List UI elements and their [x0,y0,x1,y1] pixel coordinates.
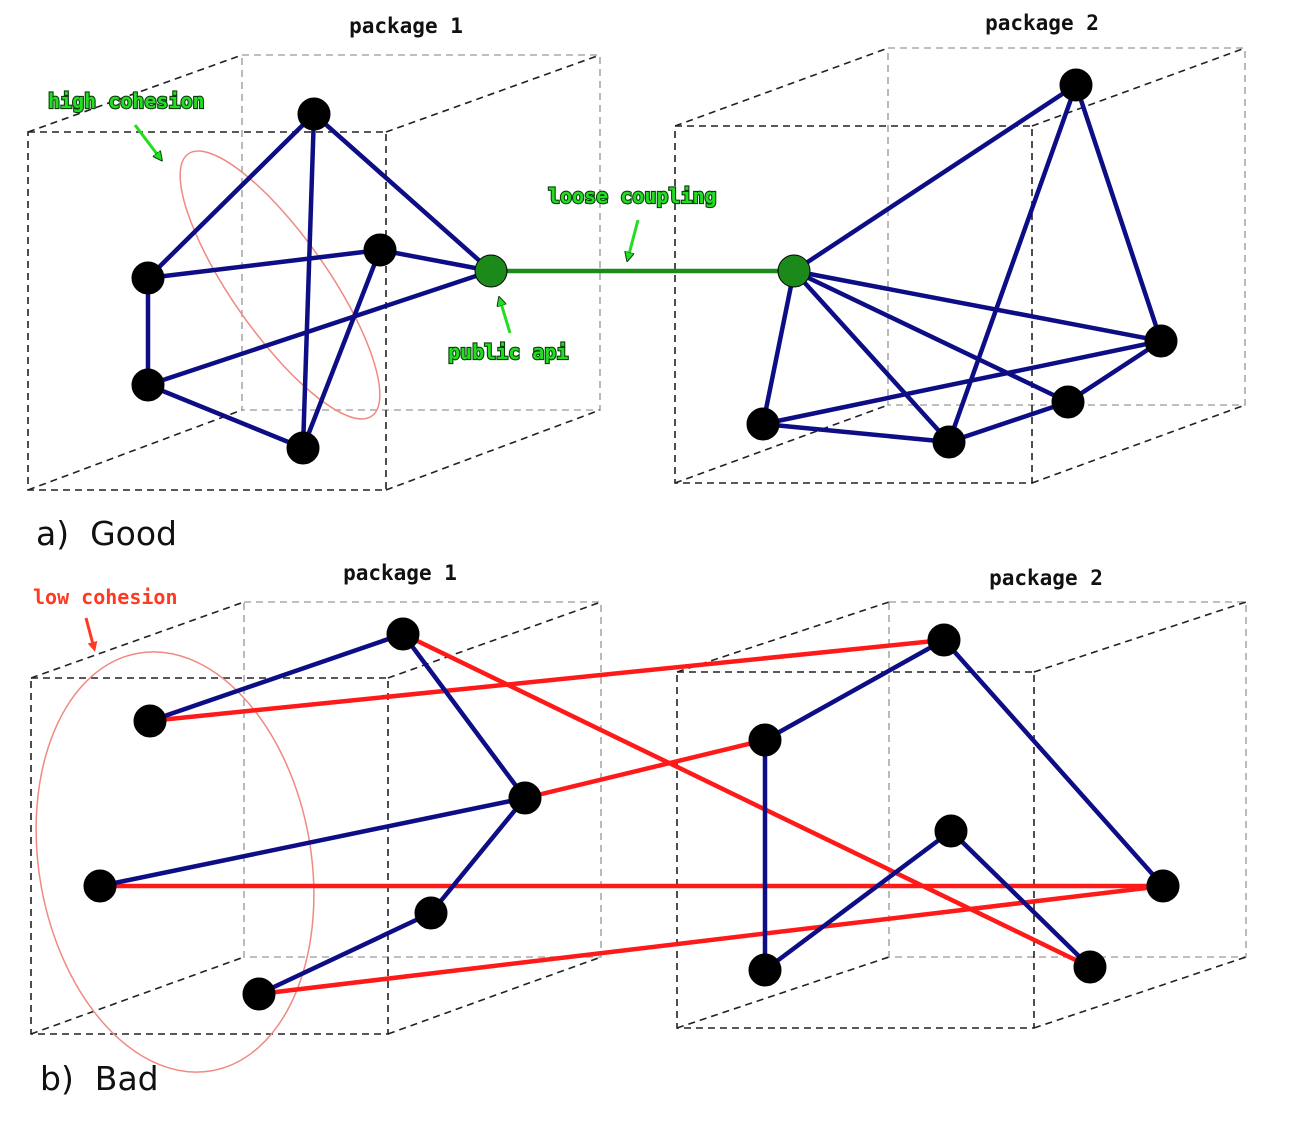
node [131,261,165,295]
edge [400,631,528,801]
edge [762,637,947,743]
low-cohesion-label: low cohesion [33,585,178,609]
edge [946,82,1079,445]
public-api-node [474,254,508,288]
node [386,617,420,651]
edge [791,268,1164,344]
node [414,896,448,930]
edge [522,737,768,801]
edge [377,247,494,274]
bad-part-label: b) Bad [40,1059,159,1098]
edge [760,338,1164,427]
edge [400,631,1093,970]
edge [1065,338,1164,405]
good-package2-edges [760,82,1164,445]
node [932,425,966,459]
public-api-arrow [500,300,512,334]
high-cohesion-arrow [133,124,160,158]
node [131,368,165,402]
bad-coupling-edges [97,631,1166,997]
node [748,723,782,757]
edge [145,247,383,281]
public-api-label: public api [448,340,568,364]
node [286,431,320,465]
edge [760,268,797,427]
good-package1-nodes [131,97,508,465]
node [508,781,542,815]
edge [428,795,528,916]
node [363,233,397,267]
edge [760,421,952,445]
bad-package1-title: package 1 [343,561,457,585]
good-package1-edges [145,111,494,451]
node [927,623,961,657]
edge [948,828,1093,970]
edge [791,82,1079,274]
edge [311,111,494,274]
node [748,953,782,987]
edge [145,111,317,281]
edge [97,795,528,889]
node [133,704,167,738]
edge [1073,82,1164,344]
low-cohesion-arrow [84,617,98,652]
good-package2-nodes [746,68,1178,459]
node [1144,324,1178,358]
bad-internal-edges [97,631,1166,997]
node [1073,950,1107,984]
node [1051,385,1085,419]
node [934,814,968,848]
edge [147,637,947,724]
node [297,97,331,131]
low-cohesion-ellipse [35,651,315,1073]
edge [256,883,1166,997]
good-package1-title: package 1 [349,14,463,38]
bad-package2-title: package 2 [989,566,1103,590]
high-cohesion-label: high cohesion [48,89,205,113]
good-part-label: a) Good [36,514,177,553]
node [1146,869,1180,903]
edge [946,399,1071,445]
edge [145,382,306,451]
edge [300,247,383,451]
good-section: package 1 package 2 high cohesion loose … [27,11,1246,553]
edge [256,910,434,997]
loose-coupling-arrow [628,219,640,258]
edge [300,111,317,451]
loose-coupling-label: loose coupling [548,184,717,208]
edge [762,828,954,973]
node [1059,68,1093,102]
bad-nodes [83,617,1180,1011]
public-api-node [777,254,811,288]
node [242,977,276,1011]
good-package1-box [27,54,601,491]
edge [791,268,952,445]
edge [147,631,406,724]
bad-section: package 1 package 2 low cohesion b) Bad [30,561,1247,1098]
bad-package2-box [676,601,1247,1029]
high-cohesion-ellipse [179,150,381,420]
edge [941,637,1166,889]
edge [791,268,1071,405]
node [83,869,117,903]
edge [145,268,494,388]
good-package2-title: package 2 [985,11,1099,35]
node [746,407,780,441]
